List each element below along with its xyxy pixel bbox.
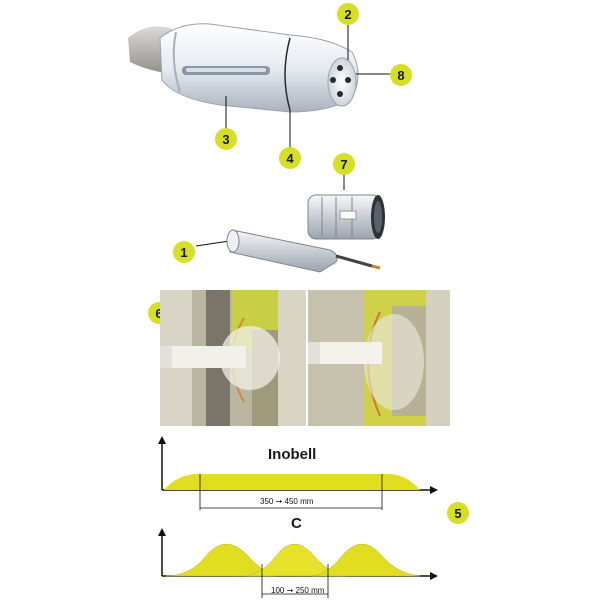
spray-photo-left bbox=[160, 290, 306, 426]
c-title: C bbox=[291, 515, 302, 532]
c-range-label: 100 ➞ 250 mm bbox=[271, 586, 325, 595]
spray-photo-right bbox=[308, 290, 450, 426]
gun-front-face bbox=[327, 57, 357, 107]
badge-2: 2 bbox=[337, 3, 359, 25]
badge-5: 5 bbox=[447, 502, 469, 524]
badge-3: 3 bbox=[215, 128, 237, 150]
inobell-range-label: 350 ➞ 450 mm bbox=[260, 497, 314, 506]
nozzle-cartridge bbox=[307, 194, 385, 240]
inobell-title: Inobell bbox=[268, 446, 317, 463]
electrode-tube bbox=[226, 229, 381, 273]
badge-8: 8 bbox=[390, 64, 412, 86]
inobell-spray-shape bbox=[164, 474, 420, 490]
inobell-profile bbox=[158, 436, 438, 510]
badge-1: 1 bbox=[173, 241, 195, 263]
badge-4: 4 bbox=[279, 147, 301, 169]
x-axis-arrow bbox=[430, 486, 438, 494]
c-profile bbox=[158, 528, 438, 598]
badge-7: 7 bbox=[333, 153, 355, 175]
y-axis-arrow bbox=[158, 436, 166, 444]
